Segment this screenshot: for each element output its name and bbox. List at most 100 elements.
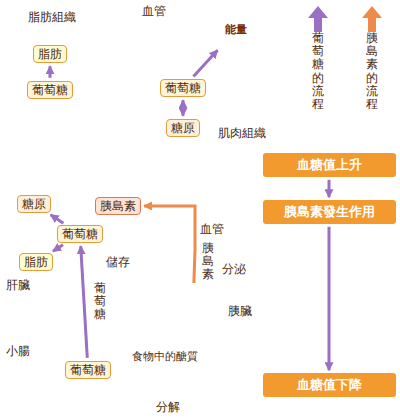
leader-arrow [140,161,256,165]
blood-vessel [104,0,136,195]
flow-arrow [328,227,331,370]
leader-line [126,367,165,396]
glucose-dot [367,333,377,343]
annotation: 儲存 [106,255,130,269]
edge-label: 葡萄糖 [94,282,106,322]
glucose-arrow [77,89,104,92]
process-box: 胰島素發生作用 [263,200,396,224]
annotation: 分泌 [222,262,246,276]
node-label: 脂肪 [38,47,62,61]
node-label: 脂肪 [24,255,48,269]
cell-eye [354,315,357,318]
legend-item: 胰島素的流程 [360,4,384,111]
annotation: 血管 [142,4,166,18]
energy-burst [211,5,261,55]
glucose-dot [281,249,291,259]
pancreas-body [131,288,224,328]
legend-text: 胰島素的流程 [366,32,378,111]
annotation: 分解 [156,400,180,414]
flow-arrow [182,100,185,116]
cell-eye [360,315,363,318]
cloud-outline [2,24,98,120]
fat-box: 脂肪 [19,253,53,271]
node-label: 糖原 [171,121,195,135]
glucose-box: 葡萄糖 [57,225,103,243]
node-label: 小腸 [6,344,30,358]
legend-arrow [362,6,382,32]
node-label: 糖原 [22,197,46,211]
liver-lobe [1,188,182,288]
flow-arrow [51,215,64,223]
insulin-cell [348,308,368,328]
annotation: 食物中的醣質 [132,350,198,363]
pancreas-organ: 胰臟 [128,286,258,330]
annotation-holder: 血管 [142,4,166,18]
insulin-cell [296,260,316,280]
digest-arrow [115,359,130,365]
glucose-box: 葡萄糖 [160,79,206,97]
edge-label: 胰島素 [202,242,214,282]
glucose-arrow [137,87,157,90]
node-label: 胰島素 [100,199,136,213]
flow-arrow [81,246,88,358]
liver-organ: 肝臟糖原葡萄糖脂肪胰島素 [4,188,180,288]
vessel-branch [134,100,154,116]
process-box: 血糖值上升 [263,153,396,177]
cell-eye [308,267,311,270]
edge-label-holder: 葡萄糖 [94,282,106,322]
muscle-tissue: 肌肉組織 葡萄糖糖原 [148,58,266,154]
energy-star: 能量 [210,4,262,56]
annotation-holder: 血管 [200,222,224,236]
flow-arrow [49,66,52,78]
focus-circle [100,140,140,180]
legend-swatch [360,4,384,32]
annotation-holder: 分泌 [222,262,246,276]
legend-swatch [306,4,330,32]
flow-arrow [53,245,63,251]
flow-arrow [328,180,331,197]
fat-cloud [4,26,96,118]
glucose-dot [372,338,382,348]
vessel-highlight [111,0,118,190]
flow-arrow [193,50,217,76]
glucose-dot [375,329,385,339]
adipose-tissue: 脂肪組織脂肪葡萄糖 [2,6,98,120]
insulin-box: 胰島素 [95,197,141,215]
node-label: 葡萄糖 [165,81,201,95]
fat-box: 脂肪 [33,45,67,63]
process-box: 血糖值下降 [263,373,396,397]
flow-arrow [144,206,195,283]
node-label: 葡萄糖 [32,83,68,97]
node-label: 能量 [225,23,247,36]
intestine-wall [0,338,265,398]
node-label: 胰島素發生作用 [263,204,396,220]
glycogen-box: 糖原 [17,195,51,213]
legend-item: 葡萄糖的流程 [306,4,330,111]
glucose-dot [286,254,296,264]
muscle-outline [148,58,218,154]
legend-arrow [308,6,328,32]
muscle-spindle [150,60,216,152]
intestine-lumen [0,338,265,398]
cell-eye [302,267,305,270]
annotation-holder: 分解 [156,400,180,414]
node-label: 血糖值下降 [263,377,396,393]
node-label: 肝臟 [6,278,30,292]
node-label: 葡萄糖 [62,227,98,241]
pancreas-outline [128,286,228,330]
annotation-holder: 儲存 [106,255,130,269]
glucose-dot [289,245,299,255]
glucose-box: 葡萄糖 [27,81,73,99]
node-label: 肌肉組織 [218,126,266,140]
glucose-dot [340,296,350,306]
edge-label-holder: 胰島素 [202,242,214,282]
node-label: 脂肪組織 [28,10,76,24]
glucose-box: 葡萄糖 [65,361,111,379]
node-label: 血糖值上升 [263,157,396,173]
legend-text: 葡萄糖的流程 [312,32,324,111]
node-label: 胰臟 [228,304,252,318]
glucose-dot [335,291,345,301]
annotation: 血管 [200,222,224,236]
glucose-dot [343,287,353,297]
glycogen-box: 糖原 [166,119,200,137]
